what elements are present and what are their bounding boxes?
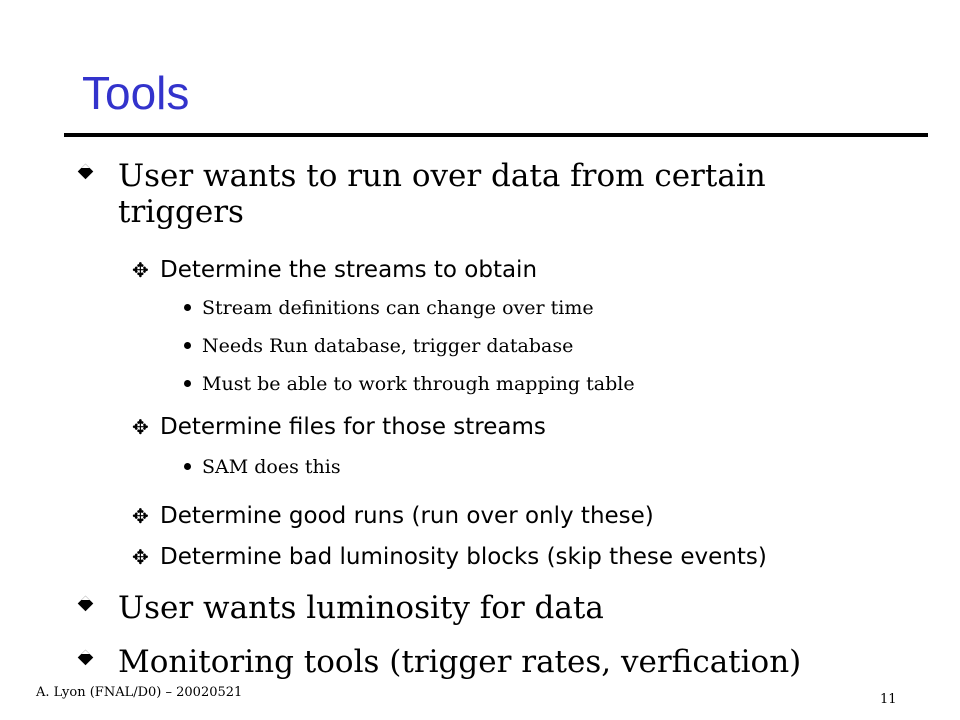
bullet-text: SAM does this xyxy=(202,456,341,478)
dot-bullet-icon xyxy=(184,463,191,470)
star-bullet-icon: ✥ xyxy=(132,545,149,569)
bullet-text: Monitoring tools (trigger rates, verfica… xyxy=(118,644,802,680)
bullet-text: Determine files for those streams xyxy=(160,414,546,440)
page-number: 11 xyxy=(880,692,897,707)
dot-bullet-icon xyxy=(184,304,191,311)
bullet-text: Determine the streams to obtain xyxy=(160,257,538,283)
star-bullet-icon: ✥ xyxy=(132,258,149,282)
diamond-bullet-icon xyxy=(77,595,94,612)
diamond-bullet-icon xyxy=(77,163,94,180)
slide-title: Tools xyxy=(82,67,190,119)
star-bullet-icon: ✥ xyxy=(132,415,149,439)
bullet-text: Determine good runs (run over only these… xyxy=(160,503,654,529)
dot-bullet-icon xyxy=(184,342,191,349)
bullet-text: Determine bad luminosity blocks (skip th… xyxy=(160,544,767,570)
title-divider xyxy=(64,133,928,137)
bullet-text: User wants luminosity for data xyxy=(118,590,604,626)
bullet-text: Stream definitions can change over time xyxy=(202,297,594,319)
footer-author: A. Lyon (FNAL/D0) – 20020521 xyxy=(36,685,243,700)
bullet-text: User wants to run over data from certain… xyxy=(118,158,766,230)
bullet-text: Needs Run database, trigger database xyxy=(202,335,574,357)
star-bullet-icon: ✥ xyxy=(132,504,149,528)
diamond-bullet-icon xyxy=(77,649,94,666)
dot-bullet-icon xyxy=(184,380,191,387)
bullet-text: Must be able to work through mapping tab… xyxy=(202,373,635,395)
